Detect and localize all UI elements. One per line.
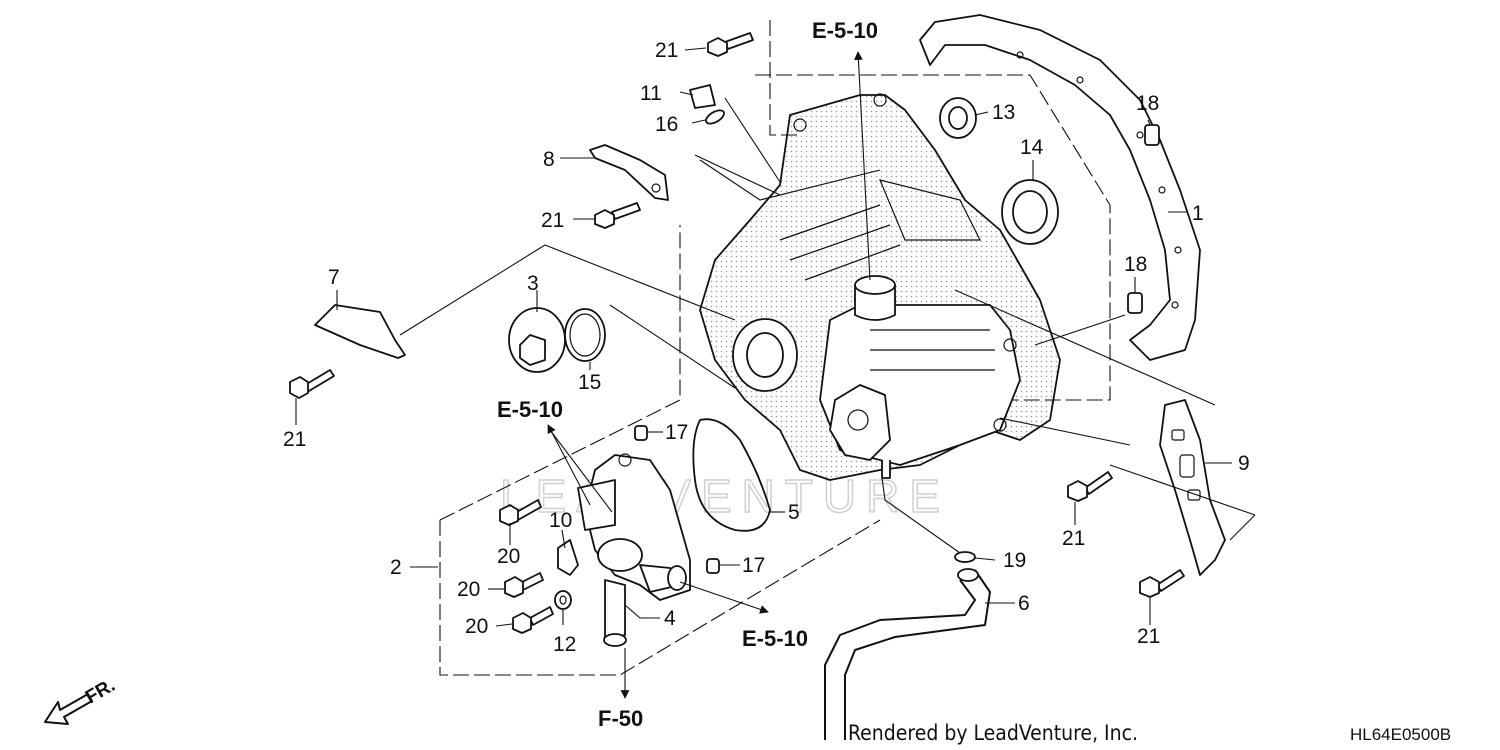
crankcase-cover[interactable] <box>699 93 1061 481</box>
bolt-21-plate[interactable] <box>289 369 335 399</box>
guide-plate[interactable] <box>589 144 669 201</box>
callout-21b: 21 <box>541 209 564 232</box>
reference-labels: E-5-10 E-5-10 E-5-10 F-50 <box>497 18 878 731</box>
leader-lines <box>295 47 1256 627</box>
callout-21a: 21 <box>655 39 678 62</box>
o-ring-small[interactable] <box>704 108 726 127</box>
callout-8: 8 <box>543 148 555 171</box>
watermark: LEADVENTURE <box>500 470 950 522</box>
front-arrow-icon <box>44 693 93 725</box>
callout-3: 3 <box>527 272 539 295</box>
bolt-21-top[interactable] <box>707 32 754 57</box>
cover-gasket[interactable] <box>919 14 1201 361</box>
front-direction-indicator: FR. <box>44 675 119 725</box>
bolt-21-bracket-upper[interactable] <box>1067 471 1113 502</box>
callout-1: 1 <box>1192 202 1204 225</box>
ref-e-5-10-top[interactable]: E-5-10 <box>812 18 878 43</box>
callout-11: 11 <box>640 82 662 105</box>
callout-4: 4 <box>664 607 676 630</box>
callout-15: 15 <box>578 371 601 394</box>
callout-7: 7 <box>328 266 340 289</box>
hose-clamp[interactable] <box>954 551 976 563</box>
callout-labels: 1 2 3 4 5 6 7 8 9 10 11 12 13 14 15 16 1… <box>283 39 1250 656</box>
callout-20b: 20 <box>457 578 480 601</box>
ref-f-50[interactable]: F-50 <box>598 706 643 731</box>
callout-16: 16 <box>655 113 678 136</box>
pump-gasket[interactable] <box>692 418 771 532</box>
callout-20c: 20 <box>465 615 488 638</box>
water-hose[interactable] <box>824 568 991 740</box>
filler-cap[interactable] <box>508 307 566 373</box>
callout-9: 9 <box>1238 452 1250 475</box>
bolt-20-middle[interactable] <box>504 572 544 598</box>
callout-13: 13 <box>992 101 1015 124</box>
callout-19: 19 <box>1003 549 1026 572</box>
bolt-21-bracket-lower[interactable] <box>1139 569 1185 598</box>
bolt-20-lower[interactable] <box>512 606 554 634</box>
callout-18a: 18 <box>1136 92 1159 115</box>
callout-21e: 21 <box>1137 625 1160 648</box>
callout-6: 6 <box>1018 592 1030 615</box>
callout-2: 2 <box>390 556 402 579</box>
callout-5: 5 <box>788 501 800 524</box>
callout-17a: 17 <box>665 421 688 444</box>
callout-17b: 17 <box>742 554 765 577</box>
bolt-21-guide[interactable] <box>594 202 641 229</box>
bracket[interactable] <box>1159 399 1226 576</box>
reference-arrows <box>547 51 871 699</box>
callout-21d: 21 <box>1062 527 1085 550</box>
ref-e-5-10-left[interactable]: E-5-10 <box>497 397 563 422</box>
plug[interactable] <box>689 84 716 109</box>
water-pump[interactable] <box>577 453 691 647</box>
bearing[interactable] <box>939 97 977 139</box>
dowel-pin-pump-upper[interactable] <box>634 425 648 441</box>
sleeve[interactable] <box>557 539 579 576</box>
callout-12: 12 <box>553 633 576 656</box>
washer[interactable] <box>554 590 572 610</box>
cover-plate[interactable] <box>314 304 406 359</box>
ref-e-5-10-bottom[interactable]: E-5-10 <box>742 626 808 651</box>
bolt-20-upper[interactable] <box>499 499 542 526</box>
callout-14: 14 <box>1020 136 1044 159</box>
o-ring-large[interactable] <box>564 308 606 362</box>
dowel-pin-lower[interactable] <box>1127 292 1143 314</box>
callout-10: 10 <box>549 509 572 532</box>
oil-seal[interactable] <box>1001 179 1059 245</box>
callout-18b: 18 <box>1124 253 1147 276</box>
footer-credit: Rendered by LeadVenture, Inc. <box>848 721 1138 745</box>
dowel-pin-pump-lower[interactable] <box>706 558 720 574</box>
dowel-pin-upper[interactable] <box>1144 124 1160 146</box>
callout-21c: 21 <box>283 428 306 451</box>
diagram-code: HL64E0500B <box>1350 725 1451 744</box>
gasket-holes <box>1016 51 1182 309</box>
callout-20a: 20 <box>497 545 520 568</box>
